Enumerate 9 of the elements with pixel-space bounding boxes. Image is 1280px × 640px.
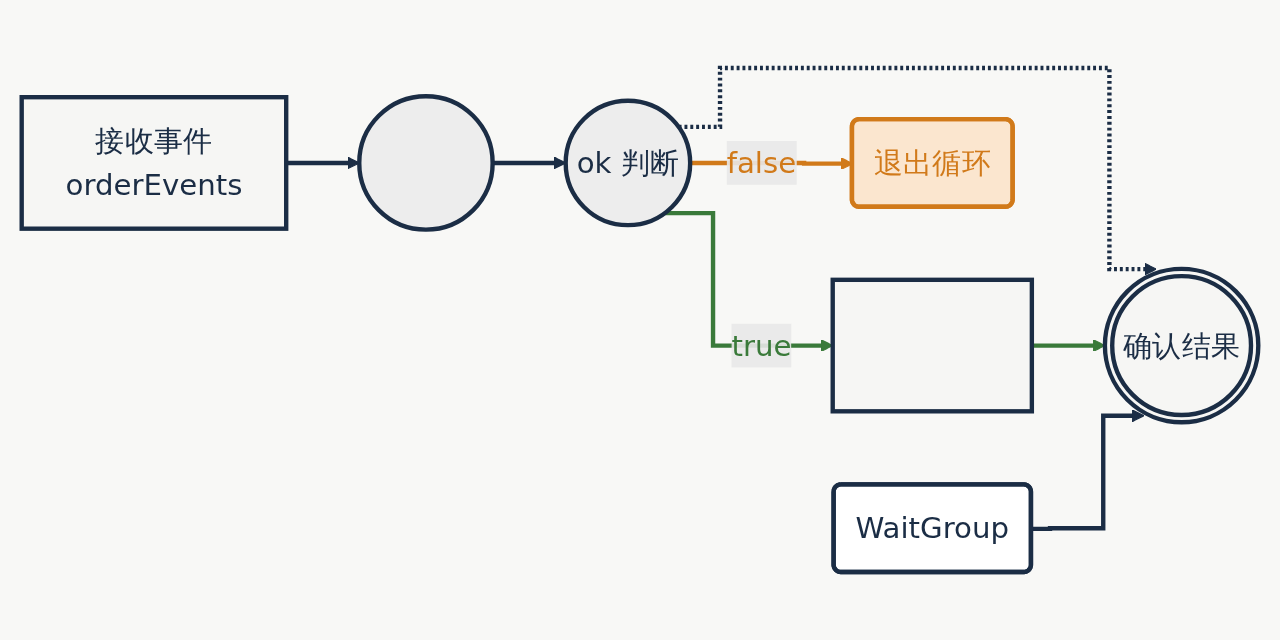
node-circle: 确认结果 [1102, 266, 1261, 425]
edge-label: true [731, 328, 792, 364]
node-box: 接收事件 orderEvents [19, 95, 289, 231]
edge-label: false [726, 145, 797, 181]
node-circle [357, 94, 495, 232]
node-box [830, 277, 1035, 414]
arrow [678, 65, 1157, 276]
node-circle: ok 判断 [563, 98, 693, 228]
arrow [1031, 409, 1145, 532]
